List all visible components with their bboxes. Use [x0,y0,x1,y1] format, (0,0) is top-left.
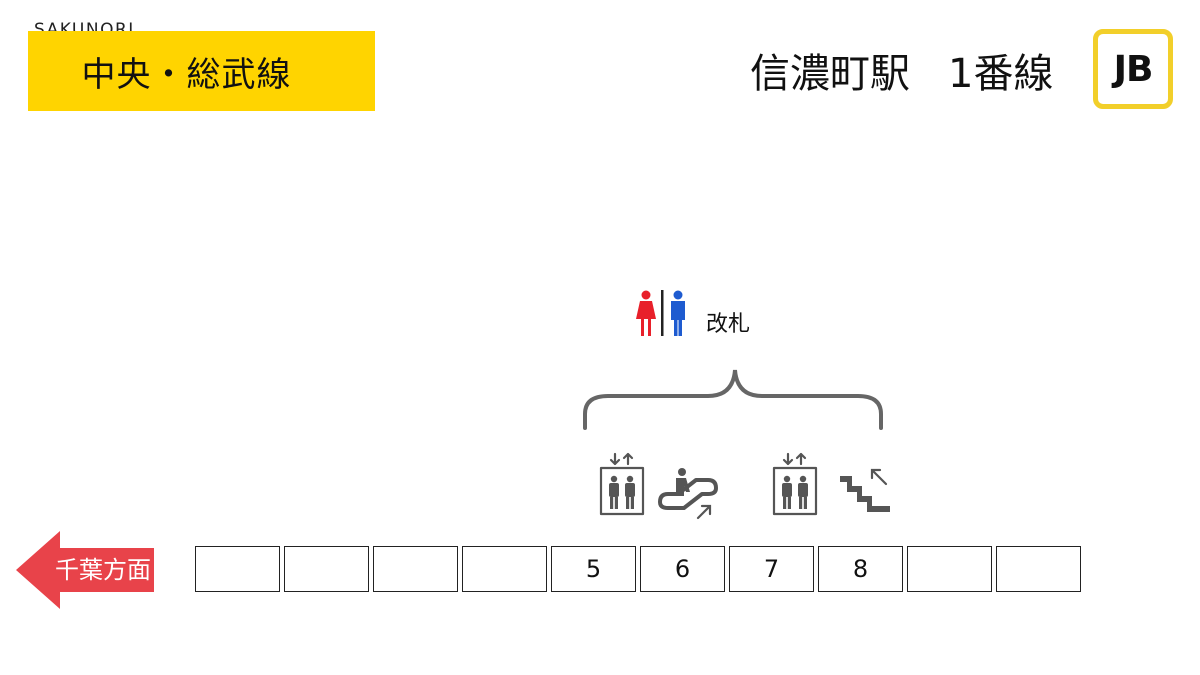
car-box [996,546,1081,592]
toilet-icon [634,288,692,342]
elevator-icon [598,452,646,522]
line-code: JB [1113,48,1154,90]
car-box: 8 [818,546,903,592]
car-box [284,546,369,592]
escalator-up-icon [656,466,720,524]
line-name-banner: 中央・総武線 [28,31,375,111]
direction-arrow: 千葉方面 [16,531,156,609]
ticket-gate-label: 改札 [706,312,751,337]
car-box: 7 [729,546,814,592]
car-box [907,546,992,592]
car-box: 6 [640,546,725,592]
car-box [462,546,547,592]
elevator-icon [771,452,819,522]
line-name: 中央・総武線 [81,54,292,95]
station-title: 信濃町駅 1番線 [750,46,1053,102]
direction-label: 千葉方面 [55,556,151,584]
line-code-badge: JB [1093,29,1173,109]
car-box [373,546,458,592]
stairs-up-icon [838,462,896,520]
brace-connector [578,362,888,436]
car-box [195,546,280,592]
station-name: 信濃町駅 [750,51,910,97]
car-box: 5 [551,546,636,592]
track-number: 1番線 [948,51,1054,97]
